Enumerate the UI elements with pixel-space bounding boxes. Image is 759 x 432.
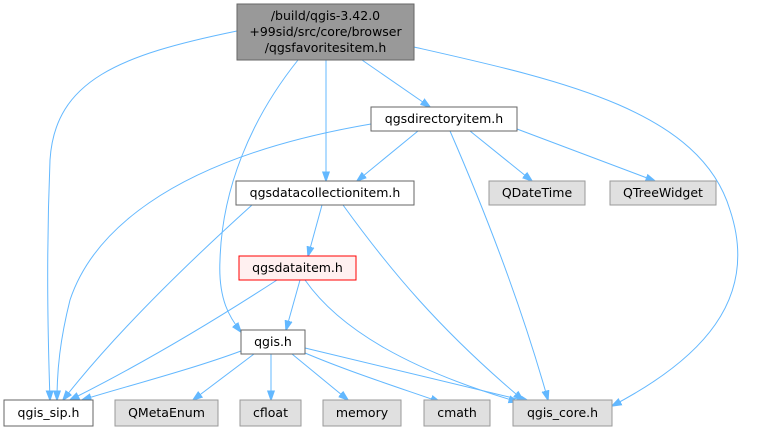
node-box <box>488 180 586 206</box>
node-label: QMetaEnum <box>128 405 205 420</box>
node-cmath: cmath <box>423 399 491 427</box>
node-box <box>423 399 491 427</box>
edge-root-to-qgis_sip <box>48 30 238 400</box>
node-label: cmath <box>437 405 477 420</box>
edge-directoryitem-to-datacollectionitem <box>357 130 419 181</box>
node-box <box>239 399 302 427</box>
node-label: memory <box>336 405 389 420</box>
node-cfloat: cfloat <box>239 399 302 427</box>
edge-qgis-to-cmath <box>304 352 440 402</box>
node-memory: memory <box>322 399 402 427</box>
edge-datacollectionitem-to-qgis_core <box>342 204 523 400</box>
node-label: QDateTime <box>502 185 573 200</box>
node-label: +99sid/src/core/browser <box>249 24 402 39</box>
node-box <box>238 255 357 281</box>
node-label: /build/qgis-3.42.0 <box>271 8 380 23</box>
node-dataitem[interactable]: qgsdataitem.h <box>238 255 357 281</box>
edge-directoryitem-to-qgis_core <box>449 130 548 400</box>
node-label: qgsdatacollectionitem.h <box>250 185 401 200</box>
node-box <box>322 399 402 427</box>
edge-directoryitem-to-qtreewidget <box>516 128 655 181</box>
edge-qgis-to-qgis_core <box>304 347 530 402</box>
node-qmetaenum: QMetaEnum <box>114 399 219 427</box>
edge-datacollectionitem-to-qgis_sip <box>63 204 253 400</box>
node-label: cfloat <box>253 405 288 420</box>
node-root[interactable]: /build/qgis-3.42.0+99sid/src/core/browse… <box>236 3 415 61</box>
node-box <box>235 180 415 206</box>
node-box <box>3 399 94 427</box>
edge-qgis-to-qmetaenum <box>193 353 255 400</box>
nodes-layer: /build/qgis-3.42.0+99sid/src/core/browse… <box>3 3 717 427</box>
edge-dataitem-to-qgis_core <box>304 279 518 402</box>
node-datacollectionitem[interactable]: qgsdatacollectionitem.h <box>235 180 415 206</box>
node-box <box>512 399 613 427</box>
node-box <box>370 106 518 132</box>
edge-root-to-directoryitem <box>361 59 430 107</box>
edge-root-to-qgis_core <box>413 46 739 406</box>
node-qgis[interactable]: qgis.h <box>240 329 306 355</box>
edge-dataitem-to-qgis <box>286 279 301 330</box>
node-box <box>114 399 219 427</box>
node-label: qgsdirectoryitem.h <box>385 111 503 126</box>
node-qgis_core: qgis_core.h <box>512 399 613 427</box>
node-label: qgis.h <box>254 334 292 349</box>
edge-directoryitem-to-qdatetime <box>469 130 532 181</box>
node-label: qgis_core.h <box>527 405 598 420</box>
node-label: /qgsfavoritesitem.h <box>265 40 387 55</box>
node-qgis_sip[interactable]: qgis_sip.h <box>3 399 94 427</box>
node-directoryitem[interactable]: qgsdirectoryitem.h <box>370 106 518 132</box>
node-box <box>609 180 717 206</box>
node-qtreewidget: QTreeWidget <box>609 180 717 206</box>
edge-datacollectionitem-to-dataitem <box>308 204 323 256</box>
edge-qgis-to-memory <box>291 353 348 400</box>
node-box <box>236 3 415 61</box>
edge-directoryitem-to-qgis_sip <box>57 123 372 400</box>
edge-qgis-to-qgis_sip <box>82 350 242 400</box>
node-label: qgis_sip.h <box>18 405 80 420</box>
node-label: qgsdataitem.h <box>252 260 343 275</box>
edges-layer <box>48 30 739 406</box>
node-qdatetime: QDateTime <box>488 180 586 206</box>
node-box <box>240 329 306 355</box>
edge-dataitem-to-qgis_sip <box>70 279 278 400</box>
node-label: QTreeWidget <box>623 185 703 200</box>
